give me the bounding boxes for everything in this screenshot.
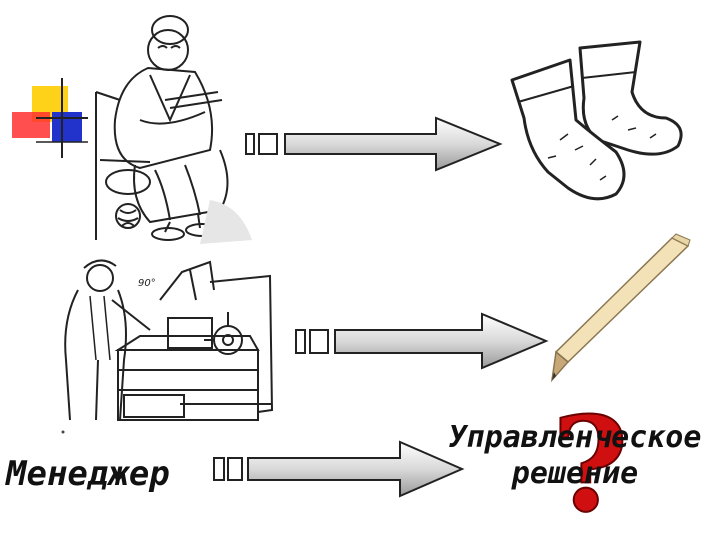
svg-text:?: ? — [552, 388, 628, 540]
angle-annotation: 90° — [138, 278, 156, 289]
arrow-2 — [295, 312, 549, 370]
question-mark-icon: ? — [551, 387, 629, 540]
pencil-illustration — [550, 233, 691, 383]
lathe-worker-illustration: 90° — [64, 259, 274, 421]
knitting-woman-illustration — [95, 15, 252, 244]
socks-illustration — [510, 40, 683, 201]
decision-label: Управленческое решение — [448, 420, 702, 491]
arrow-1 — [245, 116, 503, 172]
manager-label: Менеджер — [6, 454, 170, 494]
color-squares-logo — [12, 78, 88, 158]
dot-mark — [61, 430, 65, 434]
arrow-3 — [213, 440, 465, 498]
